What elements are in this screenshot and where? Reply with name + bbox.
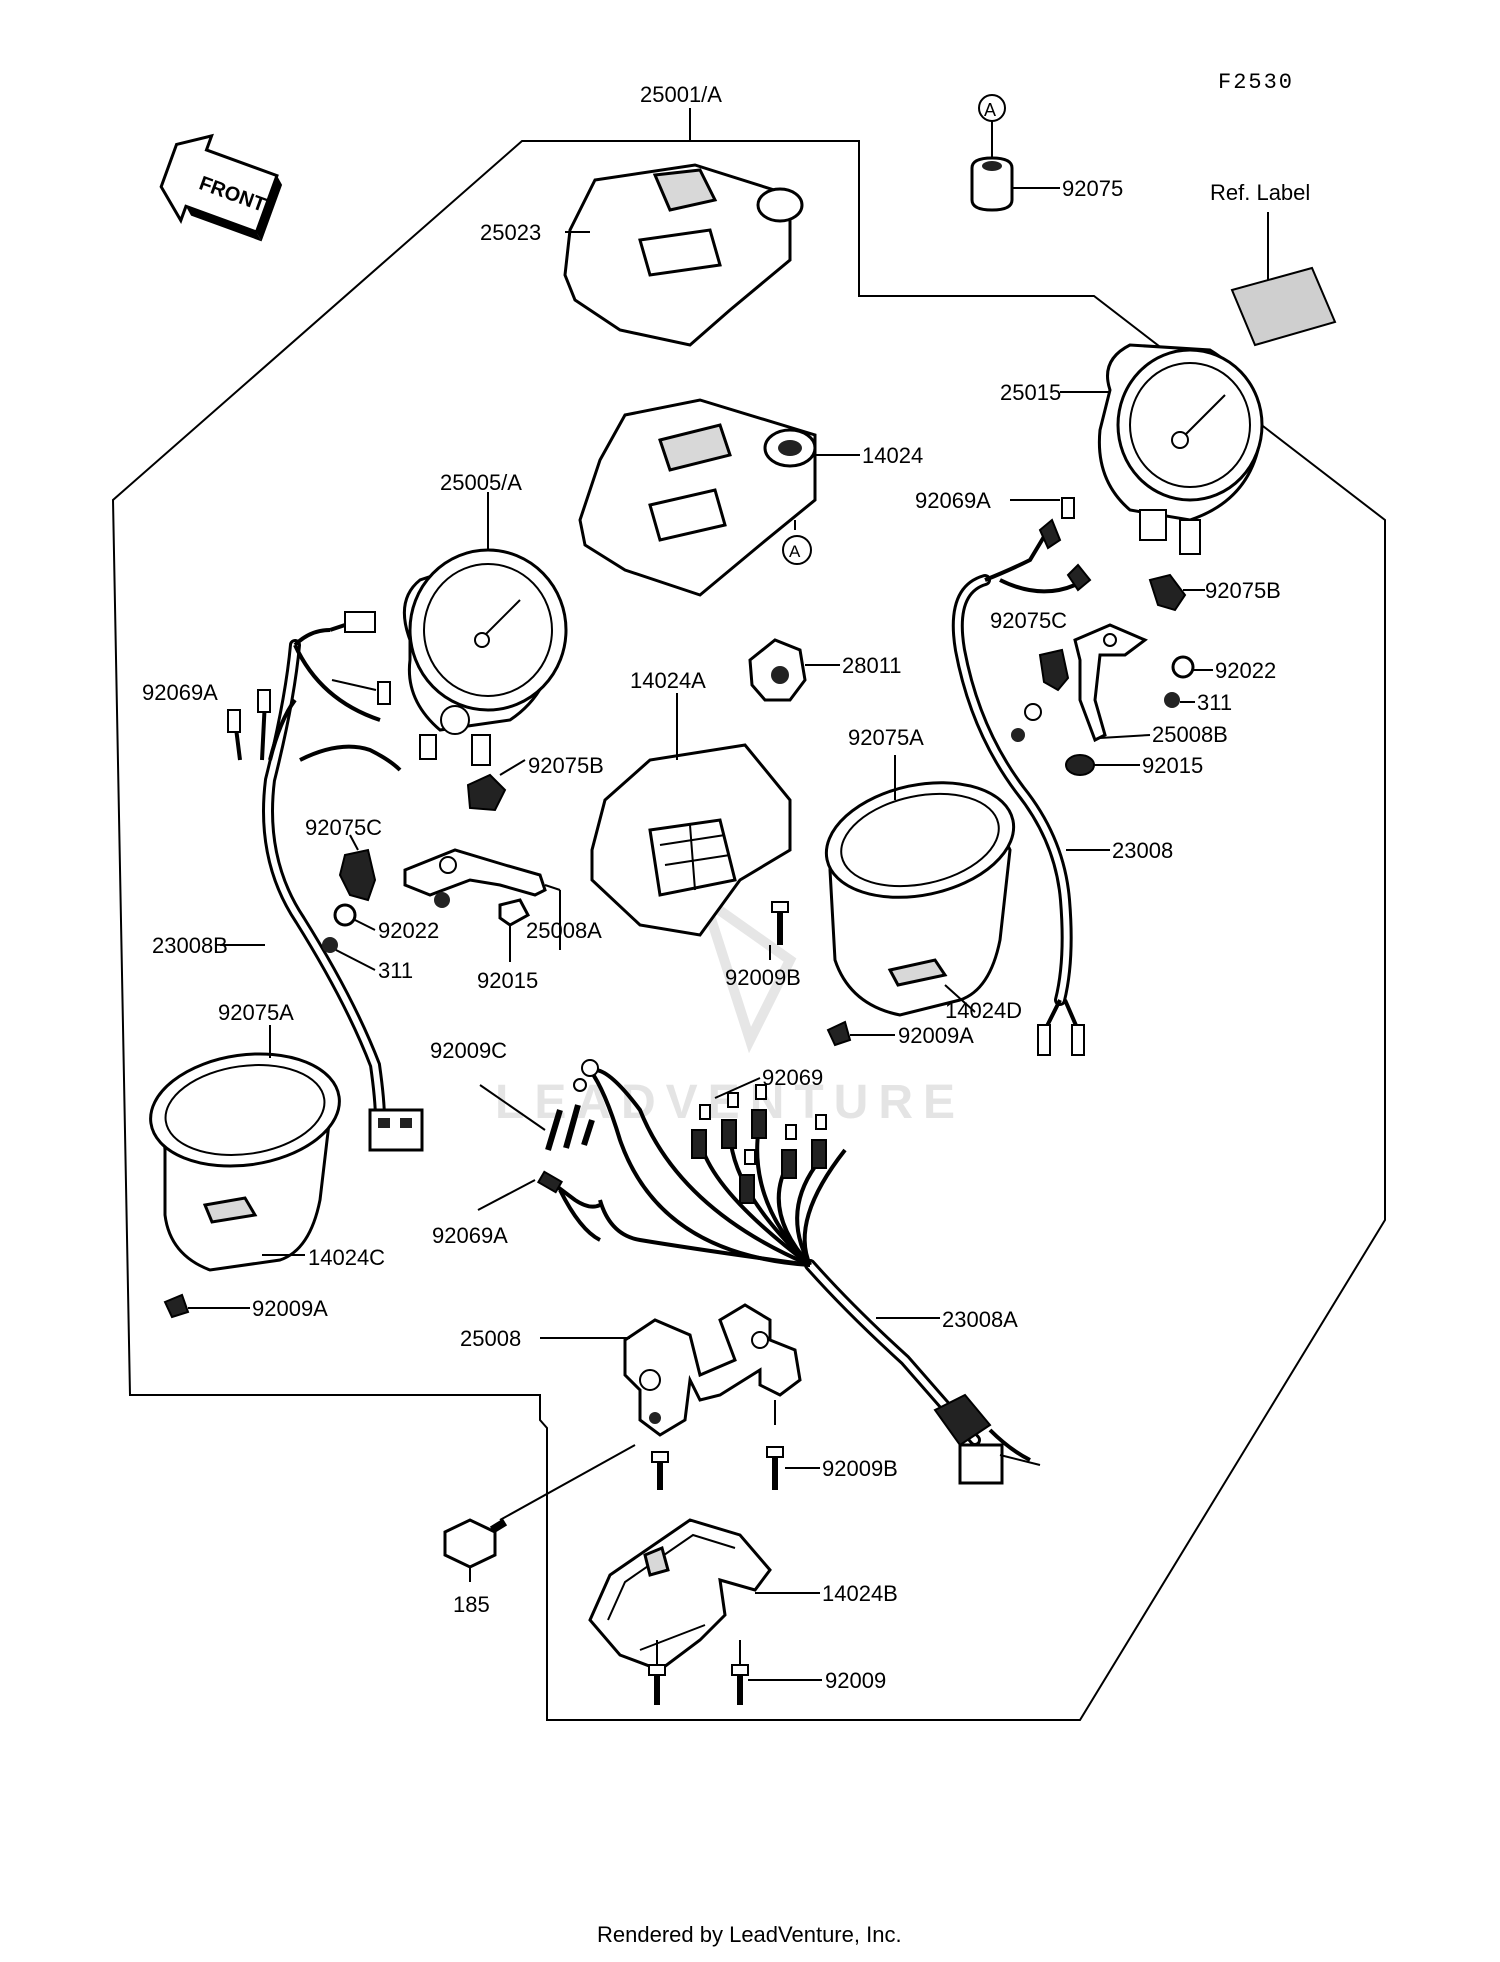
- callout-marker-a-2: A: [789, 542, 801, 561]
- label-92075b-left: 92075B: [528, 753, 604, 778]
- label-92009a-right: 92009A: [898, 1023, 974, 1048]
- tachometer-25015-icon: [1060, 343, 1264, 555]
- label-25008: 25008: [460, 1326, 521, 1351]
- figure-code: F2530: [1218, 70, 1294, 95]
- label-311-right: 311: [1197, 690, 1232, 715]
- nut-92022-left-icon: [333, 903, 376, 931]
- nut-311-right-icon: [1164, 692, 1195, 708]
- bolt-185-icon: [443, 1444, 636, 1582]
- label-ref-label: Ref. Label: [1210, 180, 1310, 205]
- grommet-92075c-right-icon: [1038, 648, 1070, 692]
- upper-cover-25023-icon: [563, 163, 804, 347]
- label-23008: 23008: [1112, 838, 1173, 863]
- label-92022-left: 92022: [378, 918, 439, 943]
- bracket-25008-icon: [540, 1303, 802, 1437]
- label-92015-left: 92015: [477, 968, 538, 993]
- label-23008b: 23008B: [152, 933, 228, 958]
- meter-cup-14024c-icon: [149, 1025, 341, 1272]
- label-92009: 92009: [825, 1668, 886, 1693]
- label-92009c: 92009C: [430, 1038, 507, 1063]
- label-92069a-right: 92069A: [915, 488, 991, 513]
- front-arrow-icon: FRONT: [159, 133, 283, 242]
- screws-92009b-lower-icon: [651, 1446, 820, 1490]
- label-14024a: 14024A: [630, 668, 706, 693]
- label-14024d: 14024D: [945, 998, 1022, 1023]
- label-23008a-main: 23008A: [942, 1307, 1018, 1332]
- label-92075: 92075: [1062, 176, 1123, 201]
- washer-92015-right-icon: [1065, 754, 1140, 776]
- screw-92009a-left-icon: [163, 1293, 250, 1319]
- harness-23008-icon: [951, 518, 1110, 1056]
- meter-housing-14024a-icon: [590, 693, 792, 937]
- label-92069: 92069: [762, 1065, 823, 1090]
- bulb-sockets-92069-icon: [691, 1084, 827, 1204]
- label-14024b: 14024B: [822, 1581, 898, 1606]
- label-28011: 28011: [842, 653, 902, 678]
- grommet-small-left-icon: [434, 892, 450, 908]
- speedometer-25005a-icon: [402, 492, 568, 766]
- watermark-logo: [695, 887, 797, 1054]
- bulb-92069a-loose-icon: [477, 1170, 601, 1211]
- nut-311-left-icon: [322, 937, 376, 971]
- harness-23008b-icon: [220, 611, 424, 1152]
- label-185: 185: [453, 1592, 490, 1617]
- label-25001a: 25001/A: [640, 82, 722, 107]
- label-92075c-left: 92075C: [305, 815, 382, 840]
- callout-marker-a: A: [984, 100, 996, 120]
- label-92015-right: 92015: [1142, 753, 1203, 778]
- render-credit: Rendered by LeadVenture, Inc.: [597, 1922, 902, 1947]
- bulb-92069a-right-icon: [1010, 497, 1075, 519]
- screw-92009a-right-icon: [826, 1020, 895, 1047]
- screws-92009c-icon: [479, 1084, 595, 1151]
- label-92009b-center: 92009B: [725, 965, 801, 990]
- nut-92022-right-icon: [1171, 655, 1213, 679]
- harness-23008a-icon: [558, 1059, 1041, 1485]
- label-92075a-right: 92075A: [848, 725, 924, 750]
- bracket-25008b-icon: [1073, 623, 1151, 743]
- meter-case-14024-icon: A: [578, 398, 860, 597]
- meter-cup-14024d-icon: [824, 755, 1016, 1017]
- label-92069a-loose: 92069A: [432, 1223, 508, 1248]
- label-14024c: 14024C: [308, 1245, 385, 1270]
- switch-28011-icon: [748, 638, 840, 702]
- label-92075a-left: 92075A: [218, 1000, 294, 1025]
- screw-92009b-center-icon: [769, 901, 789, 960]
- label-92069a-left: 92069A: [142, 680, 218, 705]
- label-14024: 14024: [862, 443, 923, 468]
- grommet-92075-icon: A: [970, 94, 1060, 212]
- cover-14024b-icon: [588, 1518, 820, 1672]
- assembly-outline: [111, 140, 1386, 1721]
- label-25023: 25023: [480, 220, 541, 245]
- label-25008a: 25008A: [526, 918, 602, 943]
- bulb-92069a-left-icon: [331, 679, 391, 705]
- bracket-25008a-icon: [403, 848, 561, 950]
- ref-label-sticker-icon: [1230, 212, 1337, 347]
- label-92022-right: 92022: [1215, 658, 1276, 683]
- grommet-92075b-left-icon: [466, 759, 526, 812]
- label-92075b-right: 92075B: [1205, 578, 1281, 603]
- label-92075c-right: 92075C: [990, 608, 1067, 633]
- label-92009a-left: 92009A: [252, 1296, 328, 1321]
- washer-92015-left-icon: [498, 898, 531, 962]
- screws-92009-icon: [648, 1640, 822, 1705]
- label-25015: 25015: [1000, 380, 1061, 405]
- grommet-92075c-left-icon: [338, 834, 377, 902]
- grommet-92075b-right-icon: [1148, 573, 1205, 612]
- grommets-small-right-icon: [1011, 703, 1042, 742]
- label-25008b: 25008B: [1152, 722, 1228, 747]
- label-92009b-lower: 92009B: [822, 1456, 898, 1481]
- label-311-left: 311: [378, 958, 413, 983]
- label-25005a: 25005/A: [440, 470, 522, 495]
